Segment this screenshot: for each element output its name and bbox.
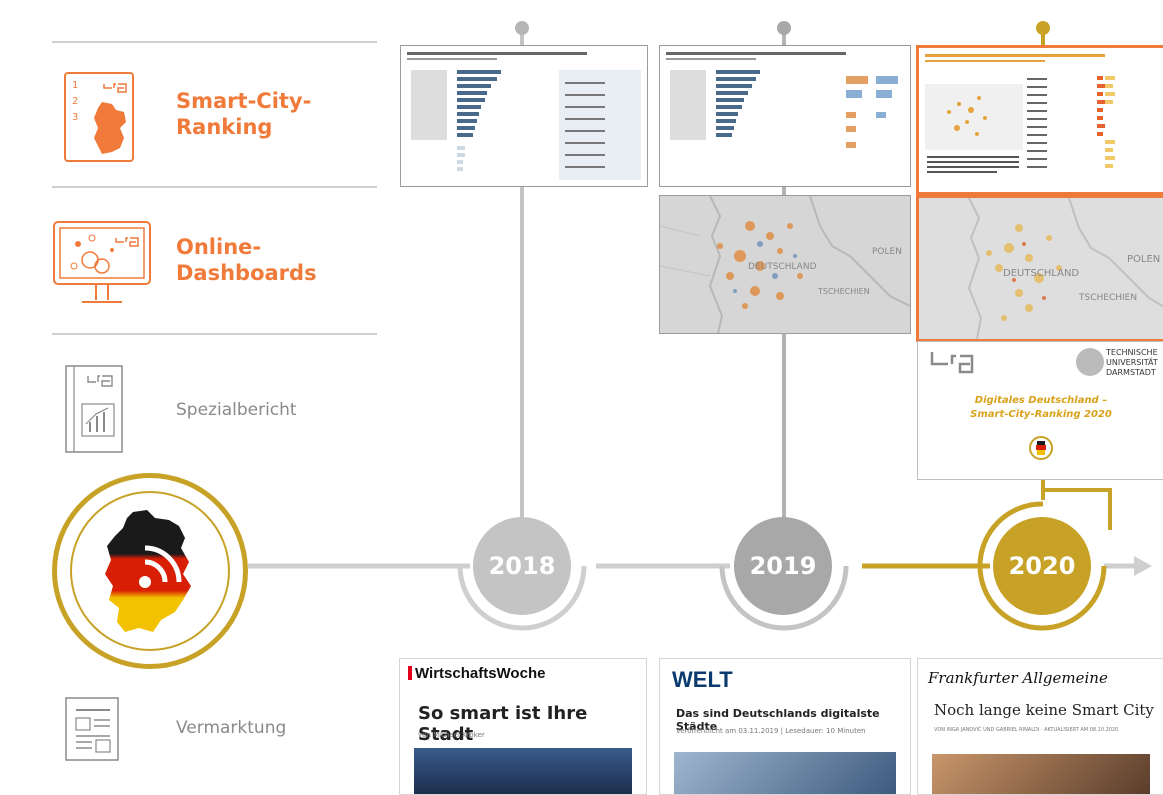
year-2019-label: 2019 xyxy=(749,552,817,580)
category-vermarktung[interactable]: Vermarktung xyxy=(176,718,287,738)
map-label-deutschland: DEUTSCHLAND xyxy=(1003,268,1079,279)
university-name: TECHNISCHE UNIVERSITÄT DARMSTADT xyxy=(1106,348,1158,377)
germany-digital-emblem xyxy=(52,473,248,669)
year-2020-label: 2020 xyxy=(1008,552,1076,580)
year-2019-node[interactable]: 2019 xyxy=(734,517,832,615)
map-label-tschechien: TSCHECHIEN xyxy=(817,287,870,296)
germany-emblem-small-icon xyxy=(1029,436,1053,460)
germany-ranking-icon: 1 2 3 xyxy=(64,72,134,162)
welt-logo: WELT xyxy=(672,667,733,692)
press-clip-wiwo[interactable]: WirtschaftsWoche So smart ist Ihre Stadt… xyxy=(399,658,647,795)
report-title: Digitales Deutschland – Smart-City-Ranki… xyxy=(970,395,1112,420)
year-2018-node[interactable]: 2018 xyxy=(473,517,571,615)
category-smart-city-ranking[interactable]: Smart-City- Ranking xyxy=(176,89,312,140)
germany-flag-map-icon xyxy=(105,510,191,632)
dashboard-monitor-icon xyxy=(52,220,152,310)
ranking-thumbnail-2020[interactable] xyxy=(916,45,1163,195)
divider xyxy=(52,186,377,188)
dashboard-map-2019[interactable]: DEUTSCHLAND POLEN TSCHECHIEN xyxy=(659,195,911,334)
year-2020-node[interactable]: 2020 xyxy=(993,517,1091,615)
category-online-dashboards[interactable]: Online- Dashboards xyxy=(176,235,317,286)
wiwo-logo: WirtschaftsWoche xyxy=(408,665,545,682)
press-headline: So smart ist Ihre Stadt xyxy=(418,703,588,745)
faz-logo: Frankfurter Allgemeine xyxy=(928,669,1108,687)
category-spezialbericht[interactable]: Spezialbericht xyxy=(176,400,297,420)
tu-darmstadt-seal-icon xyxy=(1076,348,1104,376)
dot-2019 xyxy=(777,21,791,35)
arrow-right-icon xyxy=(1134,556,1152,576)
ranking-thumbnail-2019[interactable] xyxy=(659,45,911,187)
press-photo xyxy=(674,752,896,794)
newspaper-icon xyxy=(62,694,126,766)
year-2018-label: 2018 xyxy=(488,552,556,580)
dashboard-map-2020[interactable]: DEUTSCHLAND POLEN TSCHECHIEN xyxy=(916,195,1163,342)
report-book-icon xyxy=(62,364,126,456)
press-headline: Das sind Deutschlands digitalste Städte xyxy=(676,707,880,733)
dot-2018 xyxy=(515,21,529,35)
report-cover-2020[interactable]: TECHNISCHE UNIVERSITÄT DARMSTADT Digital… xyxy=(917,341,1163,480)
press-byline: von Michael Kroker xyxy=(418,731,485,739)
map-label-deutschland: DEUTSCHLAND xyxy=(748,262,817,272)
press-byline: Veröffentlicht am 03.11.2019 | Lesedauer… xyxy=(676,727,866,735)
map-label-tschechien: TSCHECHIEN xyxy=(1078,293,1137,303)
divider xyxy=(52,333,377,335)
press-clip-faz[interactable]: Frankfurter Allgemeine Noch lange keine … xyxy=(917,658,1163,795)
hc-logo-icon xyxy=(930,352,974,374)
dot-2020 xyxy=(1036,21,1050,35)
map-label-polen: POLEN xyxy=(1127,254,1160,265)
ranking-thumbnail-2018[interactable] xyxy=(400,45,648,187)
divider xyxy=(52,41,377,43)
press-photo xyxy=(932,754,1150,794)
press-byline: VON INGA JANOVIĆ UND GABRIEL RINALDI · A… xyxy=(934,727,1119,733)
press-clip-welt[interactable]: WELT Das sind Deutschlands digitalste St… xyxy=(659,658,911,795)
press-photo xyxy=(414,748,632,794)
press-headline: Noch lange keine Smart City xyxy=(934,701,1154,719)
map-label-polen: POLEN xyxy=(872,247,902,257)
